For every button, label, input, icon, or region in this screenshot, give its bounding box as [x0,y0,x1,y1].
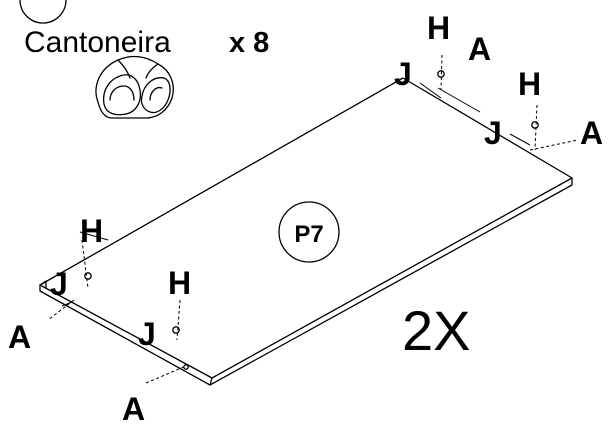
label-h-bottom: H [168,265,191,301]
hardware-holes [84,70,539,370]
panel-code-badge: P7 [278,201,340,263]
leader-lines [61,82,531,307]
cantoneira-bracket-icon [95,55,174,119]
part-badge-circle [19,0,67,24]
label-j-top-left: J [394,56,412,92]
dashed-guides [47,54,579,384]
part-name-label: Cantoneira [24,26,171,59]
label-j-bottom: J [138,316,156,352]
label-j-top-right: J [484,115,502,151]
label-j-left: J [50,266,68,302]
label-a-right: A [580,115,603,151]
label-a-left: A [8,319,31,355]
label-a-top: A [468,31,491,67]
label-h-top-right: H [518,66,541,102]
label-h-top: H [427,10,450,46]
part-quantity-label: x 8 [229,27,269,59]
shelf-panel-p7 [39,77,573,386]
panel-code-label: P7 [294,221,323,248]
label-h-left: H [80,213,103,249]
label-a-bottom: A [122,391,145,425]
panel-multiplier-label: 2X [402,299,471,362]
